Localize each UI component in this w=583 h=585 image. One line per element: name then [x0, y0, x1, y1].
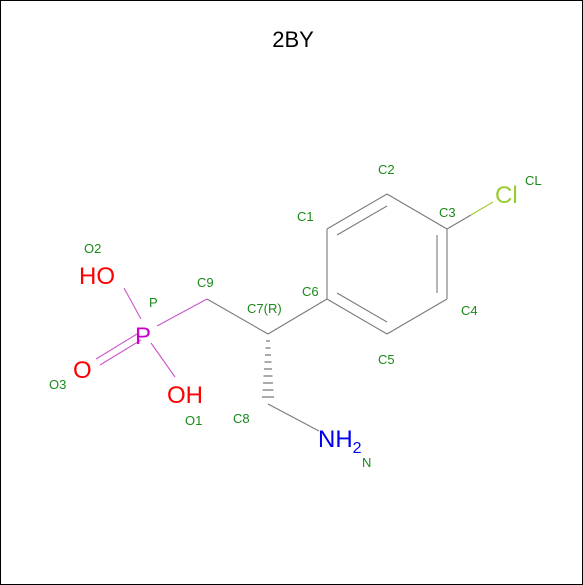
label-n: N: [362, 455, 371, 470]
hydroxyl-bottom-atom: OH: [167, 382, 203, 409]
atom-name-labels: O2 P O3 O1 C9 C7(R) C8 C6 C1 C2 C3 C4 C5…: [49, 162, 542, 470]
bond-c7-c6: [267, 298, 328, 335]
bond-p-o2: [123, 287, 142, 320]
bond-inner-c5-c6: [336, 292, 388, 323]
oxygen-double-atom: O: [73, 357, 92, 384]
label-o3: O3: [49, 377, 66, 392]
label-c7: C7(R): [247, 301, 282, 316]
label-c8: C8: [233, 411, 250, 426]
label-o1: O1: [185, 413, 202, 428]
molecule-title: 2BY: [272, 27, 314, 52]
bond-p-o1: [150, 342, 176, 378]
bond-c3-cl-green: [470, 201, 494, 216]
label-c2: C2: [378, 162, 395, 177]
bond-inner-c1-c2: [336, 205, 388, 236]
bond-c2-c3: [386, 193, 448, 230]
chlorine-atom: Cl: [495, 182, 518, 209]
hydroxyl-top-atom: HO: [79, 263, 115, 290]
bond-c4-c5: [386, 298, 448, 335]
label-c3: C3: [439, 205, 456, 220]
bonds: [95, 193, 494, 432]
nitrogen-atom: NH2: [318, 426, 362, 457]
atom-symbols: HO P O OH NH2 Cl: [73, 182, 518, 457]
bond-c9-c7: [206, 298, 269, 335]
bond-p-o3-b: [99, 339, 142, 366]
label-c1: C1: [297, 209, 314, 224]
bond-c7-c8-hashed: [262, 340, 274, 398]
phosphorus-atom: P: [135, 323, 151, 350]
label-c6: C6: [302, 284, 319, 299]
bond-c1-c2: [326, 193, 388, 230]
label-o2: O2: [84, 241, 101, 256]
label-c9: C9: [197, 275, 214, 290]
bond-c3-cl-grey: [446, 214, 472, 230]
label-c5: C5: [378, 352, 395, 367]
bond-c5-c6: [326, 298, 388, 335]
bond-p-c9: [156, 298, 208, 327]
label-cl: CL: [525, 173, 542, 188]
bond-c8-n: [267, 403, 320, 432]
bond-p-o3-a: [95, 333, 138, 360]
label-p: P: [149, 295, 158, 310]
label-c4: C4: [461, 303, 478, 318]
